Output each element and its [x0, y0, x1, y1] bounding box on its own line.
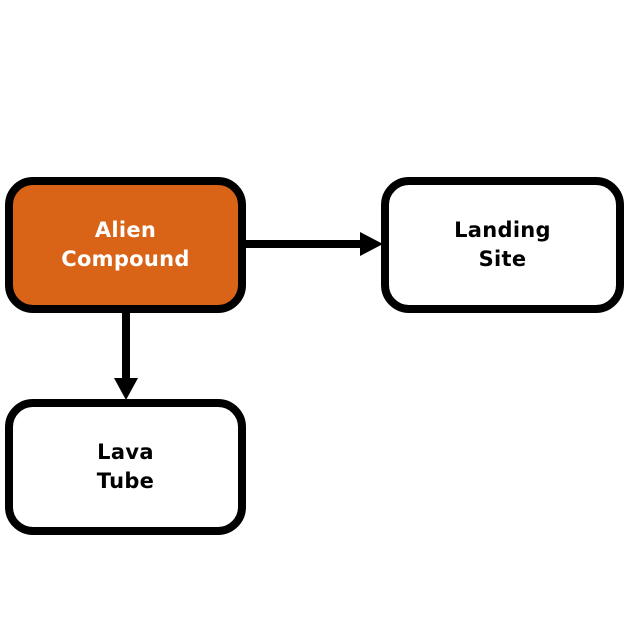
node-lava-tube-label: Lava Tube [97, 438, 154, 496]
node-label-line: Tube [96, 469, 155, 493]
node-label-line: Landing [454, 218, 551, 242]
node-lava-tube[interactable]: Lava Tube [5, 399, 246, 535]
node-alien-compound[interactable]: Alien Compound [5, 177, 246, 313]
arrowhead-landing [360, 232, 383, 256]
node-label-line: Compound [61, 247, 190, 271]
arrowhead-lava [114, 378, 138, 400]
node-landing-site[interactable]: Landing Site [381, 177, 624, 313]
node-landing-site-label: Landing Site [454, 216, 551, 274]
node-label-line: Lava [97, 440, 154, 464]
node-label-line: Alien [94, 218, 157, 242]
node-alien-compound-label: Alien Compound [61, 216, 190, 274]
node-label-line: Site [478, 247, 527, 271]
